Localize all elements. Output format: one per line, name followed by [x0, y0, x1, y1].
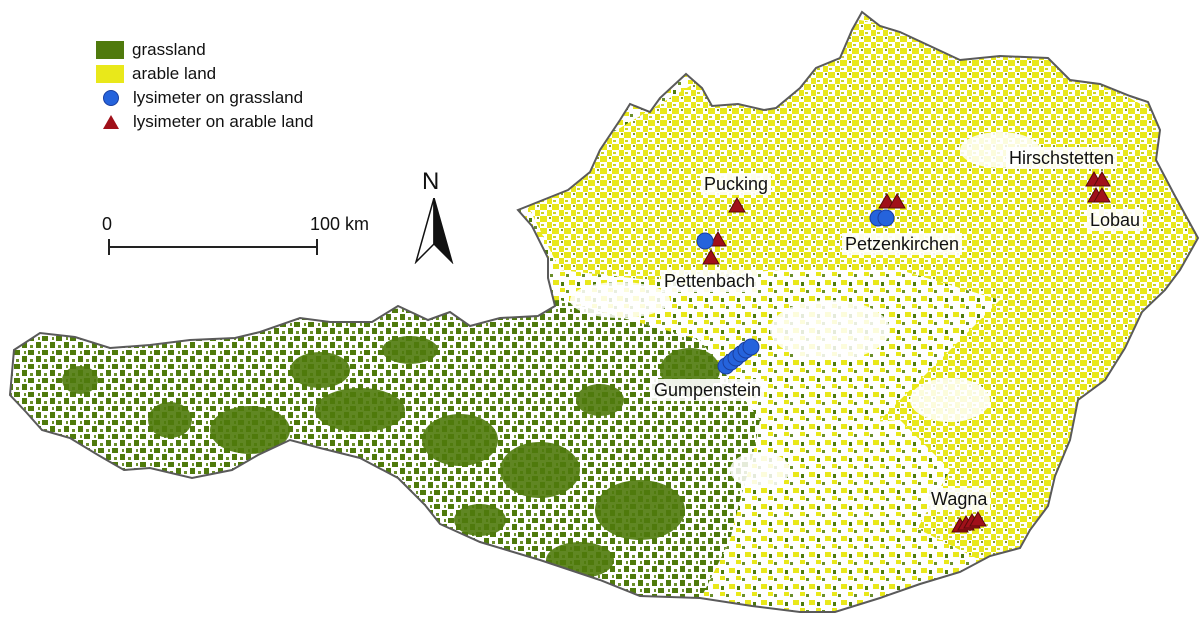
legend-item-grassland: grassland [96, 38, 313, 62]
site-label-pucking: Pucking [701, 173, 772, 195]
site-label-wagna: Wagna [928, 488, 991, 510]
marker-hirschstetten [1085, 170, 1111, 187]
scale-line [108, 246, 318, 248]
arable-land-swatch [96, 65, 124, 83]
legend-label: lysimeter on grassland [133, 88, 304, 107]
scale-start-label: 0 [102, 214, 113, 234]
marker-pettenbach [696, 230, 727, 265]
grassland-swatch [96, 41, 124, 59]
red-triangle-icon [103, 115, 119, 129]
scale-tick-left [108, 239, 110, 255]
legend: grassland arable land lysimeter on grass… [96, 38, 313, 134]
legend-label: grassland [132, 40, 206, 59]
site-label-pettenbach: Pettenbach [661, 270, 759, 292]
marker-lobau [1087, 186, 1111, 203]
site-markers [696, 170, 1111, 533]
legend-label: arable land [132, 64, 217, 83]
north-label: N [422, 168, 440, 195]
legend-item-lysimeter-arable: lysimeter on arable land [96, 110, 313, 134]
marker-pucking [728, 196, 746, 213]
north-arrow-icon [414, 198, 454, 264]
scale-end-label: 100 km [309, 214, 369, 234]
legend-item-lysimeter-grassland: lysimeter on grassland [96, 86, 313, 110]
scale-bar: 0 100 km [102, 214, 369, 258]
legend-label: lysimeter on arable land [133, 112, 314, 131]
marker-gumpenstein [717, 338, 760, 375]
site-label-petzenkirchen: Petzenkirchen [842, 233, 963, 255]
site-label-lobau: Lobau [1087, 209, 1144, 231]
marker-wagna [951, 510, 987, 533]
scale-tick-right [316, 239, 318, 255]
north-arrow: N [408, 168, 458, 268]
site-label-gumpenstein: Gumpenstein [651, 379, 765, 401]
site-label-hirschstetten: Hirschstetten [1006, 147, 1118, 169]
legend-item-arable-land: arable land [96, 62, 313, 86]
blue-circle-icon [103, 90, 119, 106]
marker-petzenkirchen [869, 192, 906, 227]
